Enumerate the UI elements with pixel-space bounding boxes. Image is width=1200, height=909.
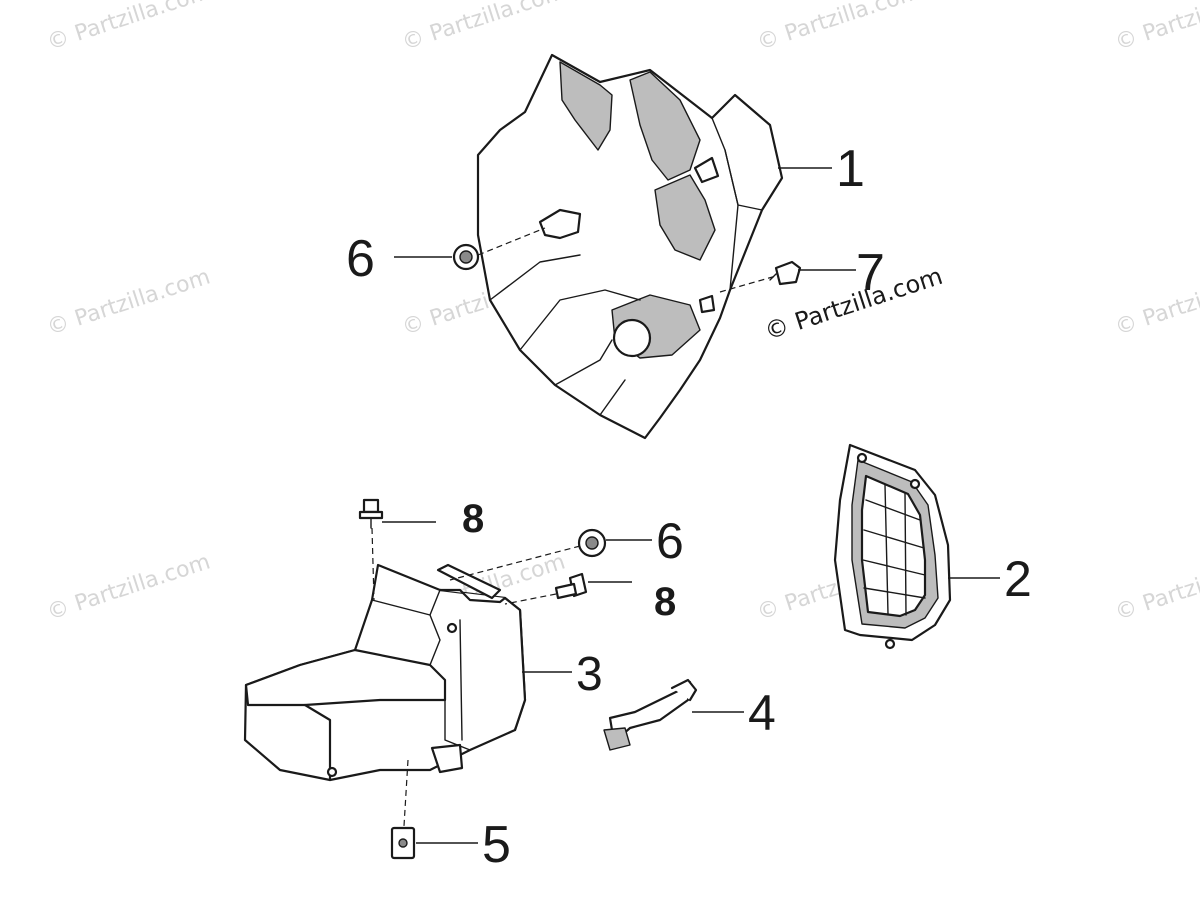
part-1-cover (476, 53, 784, 440)
part-8-bolt-top (358, 498, 384, 529)
watermark: © Partzilla.com (399, 0, 568, 56)
leader-lines (382, 167, 1000, 844)
callout-2: 2 (1004, 551, 1032, 607)
watermark: © Partzilla.com (1112, 0, 1200, 56)
part-3-housing (243, 563, 527, 782)
part-4-clip (603, 678, 698, 751)
watermark: © Partzilla.com (44, 549, 213, 625)
part-5-nut (390, 826, 416, 860)
callout-4: 4 (748, 685, 776, 741)
callout-6-top: 6 (346, 230, 375, 288)
watermark: © Partzilla.com (1112, 264, 1200, 340)
part-6-grommet-lower (577, 528, 607, 558)
callout-labels: 1 2 3 4 5 6 6 7 8 8 (346, 140, 1032, 874)
watermark: © Partzilla.com (1112, 549, 1200, 625)
callout-6-lower: 6 (656, 513, 684, 569)
part-2-grille (833, 443, 952, 650)
callout-5: 5 (482, 816, 511, 874)
watermark: © Partzilla.com (44, 0, 213, 56)
part-6-grommet-top (452, 243, 480, 271)
part-8-bolt-lower (554, 572, 588, 600)
watermark: © Partzilla.com (754, 0, 923, 56)
callout-7: 7 (856, 244, 885, 302)
callout-8-lower: 8 (654, 580, 676, 624)
callout-3: 3 (576, 648, 603, 701)
callout-1: 1 (836, 140, 865, 198)
assembly-lines (371, 227, 777, 827)
part-7-screw (769, 260, 802, 286)
callout-8-top: 8 (462, 497, 484, 541)
watermark: © Partzilla.com (44, 264, 213, 340)
